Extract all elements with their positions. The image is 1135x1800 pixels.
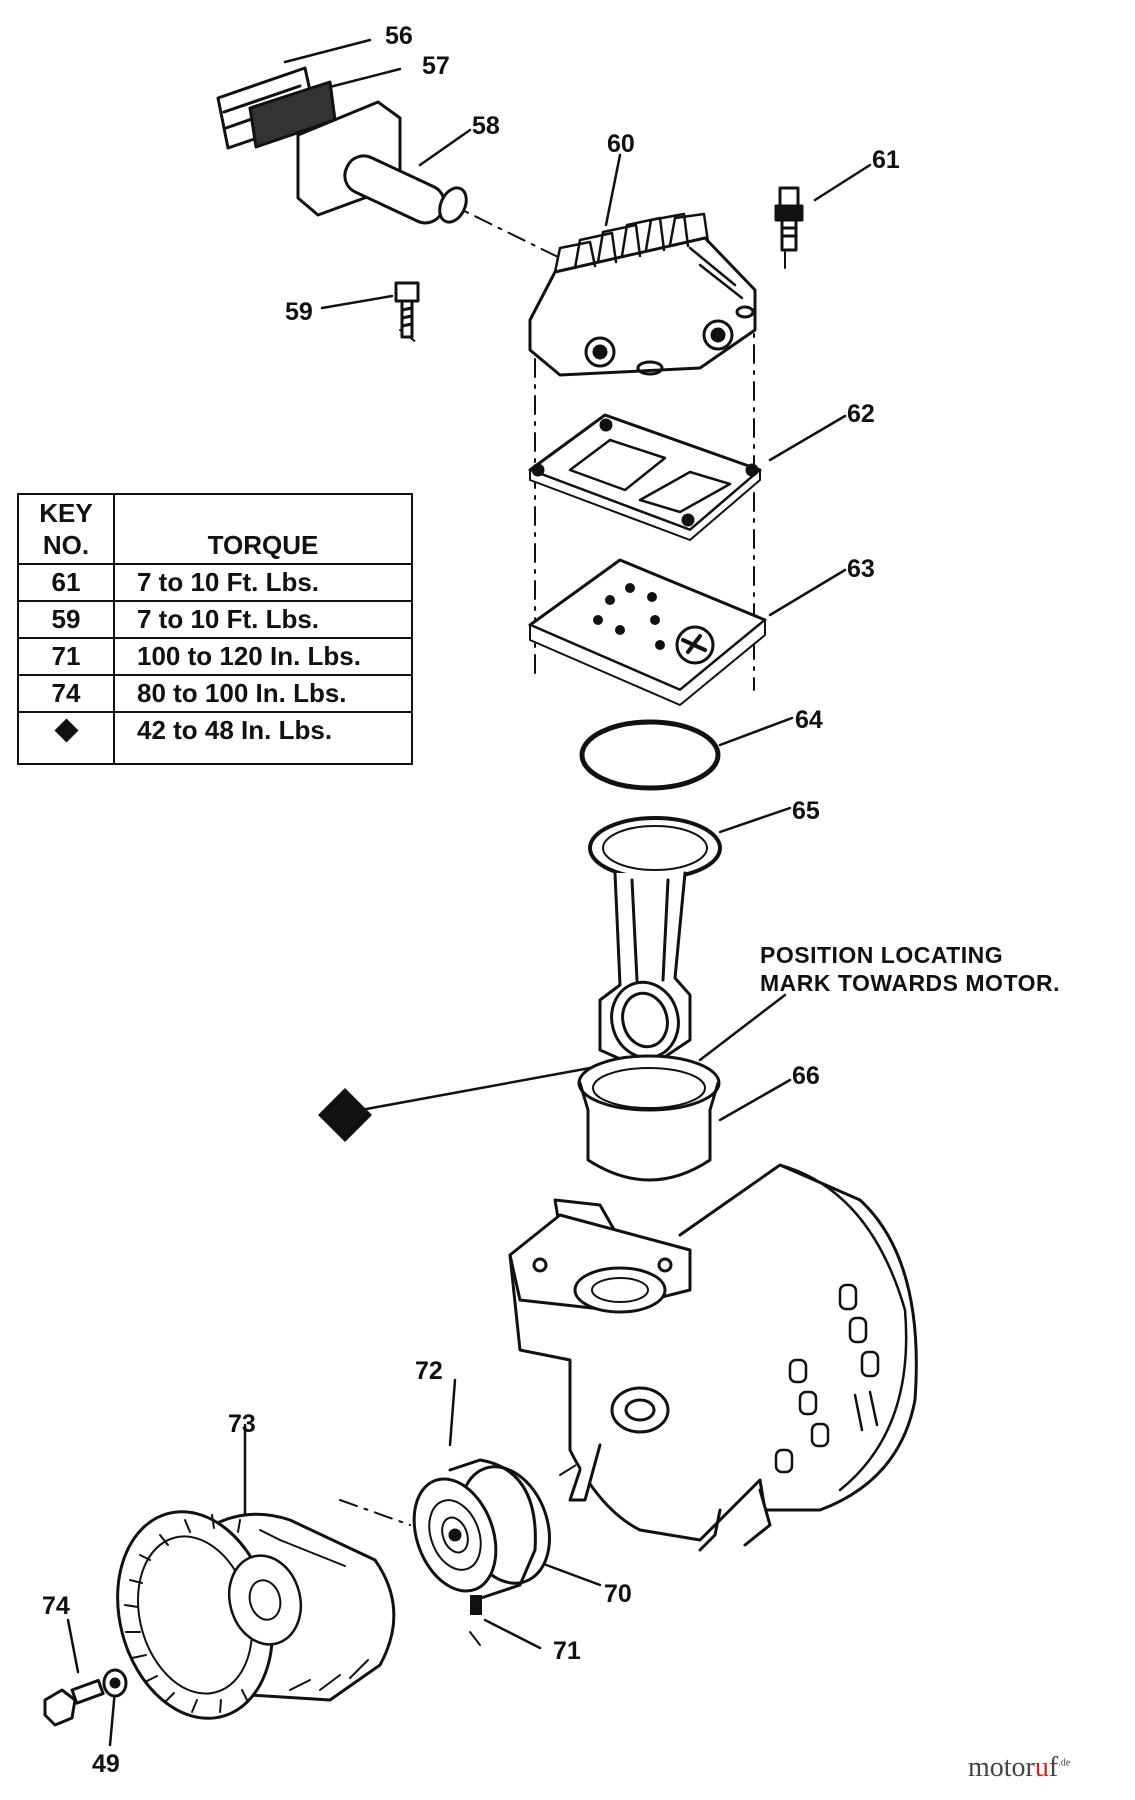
callout-74: 74 — [42, 1592, 70, 1620]
key-no-header: KEY NO. — [17, 493, 115, 565]
connecting-rod-icon — [588, 816, 722, 1072]
callout-60: 60 — [607, 130, 635, 158]
fitting-icon — [774, 186, 804, 252]
bolt-icon — [394, 281, 420, 339]
torque-cell: 7 to 10 Ft. Lbs. — [113, 563, 413, 602]
callout-49: 49 — [92, 1750, 120, 1778]
torque-cell: 100 to 120 In. Lbs. — [113, 637, 413, 676]
key-cell — [17, 711, 115, 765]
position-note: POSITION LOCATING MARK TOWARDS MOTOR. — [760, 941, 1060, 997]
diamond-icon — [53, 718, 79, 743]
watermark-part3: f — [1048, 1752, 1059, 1783]
watermark-logo: motoruf.de — [968, 1752, 1070, 1784]
callout-65: 65 — [792, 797, 820, 825]
position-note-line1: POSITION LOCATING — [760, 942, 1004, 968]
table-row: 71 100 to 120 In. Lbs. — [17, 637, 413, 676]
callout-56: 56 — [385, 22, 413, 50]
callout-61: 61 — [872, 146, 900, 174]
table-row: 61 7 to 10 Ft. Lbs. — [17, 563, 413, 602]
washer-icon — [102, 1668, 128, 1698]
callout-73: 73 — [228, 1410, 256, 1438]
key-cell: 59 — [17, 600, 115, 639]
callout-63: 63 — [847, 555, 875, 583]
callout-59: 59 — [285, 298, 313, 326]
torque-cell: 42 to 48 In. Lbs. — [113, 711, 413, 765]
key-cell: 74 — [17, 674, 115, 713]
position-note-line2: MARK TOWARDS MOTOR. — [760, 970, 1060, 996]
callout-57: 57 — [422, 52, 450, 80]
watermark-part1: motor — [968, 1752, 1035, 1783]
pulley-hub-icon — [412, 1458, 551, 1602]
table-row: 74 80 to 100 In. Lbs. — [17, 674, 413, 713]
callout-70: 70 — [604, 1580, 632, 1608]
torque-header: TORQUE — [113, 493, 413, 565]
fan-bolt-icon — [43, 1678, 105, 1727]
o-ring-icon — [579, 719, 721, 791]
torque-cell: 80 to 100 In. Lbs. — [113, 674, 413, 713]
watermark-part2: u — [1034, 1752, 1049, 1783]
key-cell: 71 — [17, 637, 115, 676]
torque-cell: 7 to 10 Ft. Lbs. — [113, 600, 413, 639]
key-header-line1: KEY — [39, 498, 93, 528]
watermark-suffix: .de — [1058, 1757, 1071, 1769]
valve-plate-icon — [528, 558, 767, 706]
key-cell: 61 — [17, 563, 115, 602]
diamond-torque-icon — [318, 1088, 372, 1142]
table-row: 59 7 to 10 Ft. Lbs. — [17, 600, 413, 639]
callout-71: 71 — [553, 1637, 581, 1665]
cylinder-sleeve-icon — [577, 1054, 721, 1182]
key-header-line2: NO. — [42, 530, 90, 560]
torque-table-header: KEY NO. TORQUE — [17, 493, 413, 565]
fan-wheel-icon — [116, 1510, 396, 1720]
cylinder-head-icon — [528, 212, 757, 377]
motor-icon — [508, 1163, 918, 1552]
callout-62: 62 — [847, 400, 875, 428]
table-row: 42 to 48 In. Lbs. — [17, 711, 413, 765]
callout-72: 72 — [415, 1357, 443, 1385]
leader-lines — [66, 38, 872, 1747]
callout-58: 58 — [472, 112, 500, 140]
set-screw-icon — [470, 1595, 482, 1615]
callout-66: 66 — [792, 1062, 820, 1090]
gasket-icon — [528, 413, 762, 541]
intake-housing-icon — [296, 100, 468, 225]
torque-table: KEY NO. TORQUE 61 7 to 10 Ft. Lbs. 59 7 … — [17, 493, 413, 765]
callout-64: 64 — [795, 706, 823, 734]
